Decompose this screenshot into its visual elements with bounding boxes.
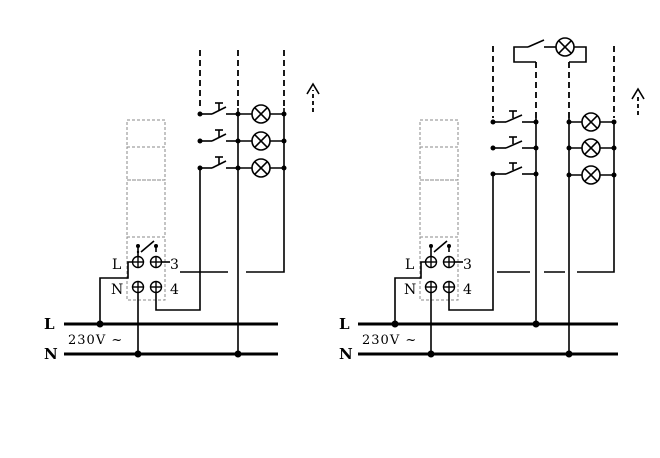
- lamp-icon: [251, 104, 271, 124]
- line-label: L: [339, 315, 350, 333]
- push-button-1: [197, 102, 241, 117]
- voltage-label: 230V ~: [362, 333, 417, 348]
- extra-switched-lamp: [513, 37, 587, 63]
- lamp-icon: [251, 158, 271, 178]
- screw-terminal-icon: [442, 280, 456, 294]
- left-diagram: L 230V ~ N L 3 N 4: [44, 50, 320, 363]
- terminal-L-label: L: [112, 257, 121, 273]
- voltage-label: 230V ~: [68, 333, 123, 348]
- lamp-icon: [581, 138, 601, 158]
- right-diagram: L 230V ~ N L 3 N 4: [339, 37, 645, 363]
- screw-terminal-icon: [442, 255, 456, 269]
- terminal-N-label: N: [404, 282, 416, 298]
- lamp-icon: [251, 131, 271, 151]
- screw-terminal-icon: [424, 280, 438, 294]
- screw-terminal-icon: [131, 255, 145, 269]
- push-button-2: [197, 129, 241, 144]
- push-button-1: [490, 110, 539, 125]
- lamp-icon: [555, 37, 575, 57]
- push-button-3: [490, 162, 539, 177]
- screw-terminal-icon: [149, 280, 163, 294]
- relay-module: [126, 119, 166, 301]
- terminal-4-label: 4: [170, 282, 179, 298]
- line-label: L: [44, 315, 55, 333]
- lamp-icon: [581, 165, 601, 185]
- terminal-N-label: N: [111, 282, 123, 298]
- terminal-3-label: 3: [463, 257, 472, 273]
- neutral-label: N: [44, 345, 58, 363]
- relay-module: [419, 119, 459, 301]
- screw-terminal-icon: [424, 255, 438, 269]
- neutral-label: N: [339, 345, 353, 363]
- screw-terminal-icon: [131, 280, 145, 294]
- push-button-3: [197, 156, 241, 171]
- up-arrow-icon: [306, 82, 320, 112]
- push-button-2: [490, 136, 539, 151]
- up-arrow-icon: [631, 87, 645, 115]
- terminal-3-label: 3: [170, 257, 179, 273]
- lamp-icon: [581, 112, 601, 132]
- screw-terminal-icon: [149, 255, 163, 269]
- terminal-L-label: L: [405, 257, 414, 273]
- terminal-4-label: 4: [463, 282, 472, 298]
